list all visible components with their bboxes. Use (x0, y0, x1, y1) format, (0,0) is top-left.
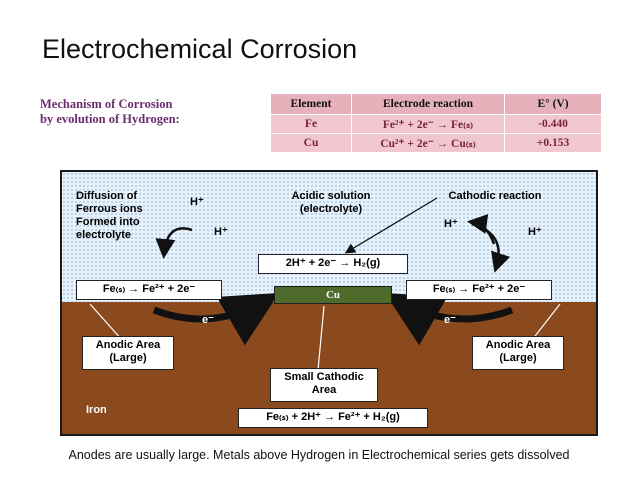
header-element: Element (270, 93, 352, 115)
cathodic-area-pointer (317, 305, 325, 371)
small-cathodic-area-box: Small Cathodic Area (270, 368, 378, 402)
slide-title: Electrochemical Corrosion (42, 34, 358, 64)
header-reaction: Electrode reaction (351, 93, 505, 115)
hplus-label: H⁺ (190, 196, 204, 208)
left-anodic-pointer (89, 303, 123, 341)
cell-element: Cu (270, 133, 352, 153)
mechanism-line-1: Mechanism of Corrosion (40, 97, 173, 111)
cell-reaction: Cu²⁺ + 2e⁻ → Cu₍ₛ₎ (351, 133, 505, 153)
right-hplus-arrow-top (467, 214, 496, 245)
copper-block: Cu (274, 286, 392, 304)
table-header-row: Element Electrode reaction E° (V) (270, 93, 602, 115)
electrode-potential-table: Element Electrode reaction E° (V) Fe Fe²… (270, 93, 602, 153)
left-electron-arrow (152, 292, 280, 346)
overall-reaction-box: Fe₍ₛ₎ + 2H⁺ → Fe²⁺ + H₂(g) (238, 408, 428, 428)
table-row: Fe Fe²⁺ + 2e⁻ → Fe₍ₛ₎ -0.440 (270, 114, 602, 134)
cell-reaction: Fe²⁺ + 2e⁻ → Fe₍ₛ₎ (351, 114, 505, 134)
arrow-layer (89, 197, 561, 371)
left-anodic-reaction-box: Fe₍ₛ₎ → Fe²⁺ + 2e⁻ (76, 280, 222, 300)
iron-label: Iron (86, 404, 107, 416)
right-electron-arrow (384, 292, 514, 346)
left-ion-arrow (155, 227, 193, 259)
cathodic-reaction-label: Cathodic reaction (448, 190, 542, 202)
anodic-area-right-box: Anodic Area (Large) (472, 336, 564, 370)
hydrogen-reaction-box: 2H⁺ + 2e⁻ → H₂(g) (258, 254, 408, 274)
cell-potential: -0.440 (504, 114, 602, 134)
slide-caption: Anodes are usually large. Metals above H… (68, 448, 570, 462)
right-anodic-reaction-box: Fe₍ₛ₎ → Fe²⁺ + 2e⁻ (406, 280, 552, 300)
hplus-label: H⁺ (444, 218, 458, 230)
cathodic-pointer-line (344, 197, 438, 254)
electron-label: e⁻ (444, 314, 456, 326)
hplus-label: H⁺ (528, 226, 542, 238)
hplus-label: H⁺ (214, 226, 228, 238)
header-potential: E° (V) (504, 93, 602, 115)
mechanism-heading: Mechanism of Corrosion by evolution of H… (40, 97, 260, 127)
corrosion-diagram: Diffusion of Ferrous ions Formed into el… (60, 170, 598, 436)
diffusion-label: Diffusion of Ferrous ions Formed into el… (76, 190, 143, 241)
table-row: Cu Cu²⁺ + 2e⁻ → Cu₍ₛ₎ +0.153 (270, 133, 602, 153)
anodic-area-left-box: Anodic Area (Large) (82, 336, 174, 370)
cell-potential: +0.153 (504, 133, 602, 153)
cell-element: Fe (270, 114, 352, 134)
acidic-solution-label: Acidic solution (electrolyte) (291, 190, 371, 215)
electron-label: e⁻ (202, 314, 214, 326)
mechanism-line-2: by evolution of Hydrogen: (40, 112, 180, 126)
right-anodic-pointer (531, 303, 561, 341)
